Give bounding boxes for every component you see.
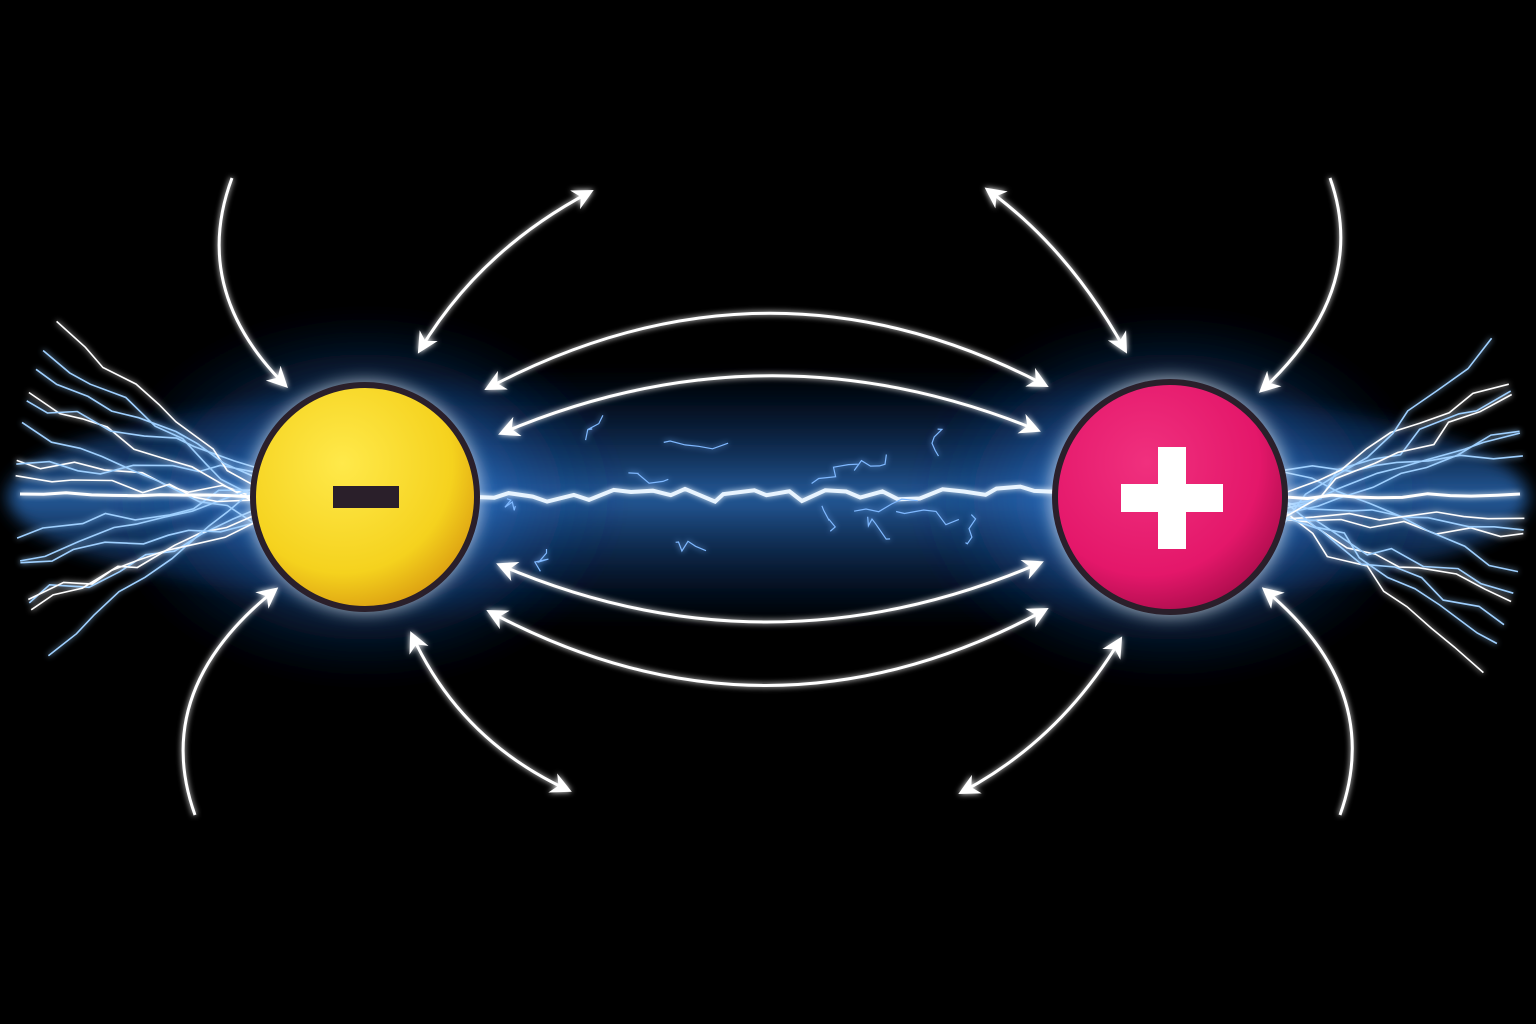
field-line-arrow: [1258, 177, 1343, 393]
lightning-bolt: [1284, 337, 1493, 523]
lightning-bolt: [16, 459, 256, 499]
lightning-bolt: [15, 474, 256, 503]
field-line-arrow: [984, 187, 1128, 354]
lightning-bolt: [20, 521, 256, 564]
lightning-bolt: [1284, 517, 1524, 538]
lightning-bolt: [853, 498, 918, 513]
lightning-bolt: [35, 368, 256, 478]
lightning-bolt: [474, 484, 1061, 504]
lightning-bolt: [27, 521, 256, 601]
field-lines: [181, 177, 1354, 816]
lightning-bolt: [1284, 454, 1523, 473]
lightning-bolt: [1284, 383, 1509, 494]
lightning-bolt: [30, 514, 256, 611]
lightning-bolt: [1284, 511, 1525, 521]
lightning-bolt: [853, 454, 887, 471]
lightning-bolt: [1284, 516, 1505, 626]
lightning-bolt: [821, 505, 837, 532]
plus-icon: [1121, 447, 1223, 549]
lightning-bolt: [1284, 518, 1514, 594]
lightning-bolt: [675, 540, 707, 553]
lightning-bolt: [1284, 492, 1521, 501]
lightning-bolt: [26, 400, 256, 468]
positive-charge: [1050, 377, 1290, 617]
field-line-arrow: [417, 190, 594, 354]
lightning-bolt: [16, 460, 256, 475]
lightning-bolt: [504, 498, 516, 511]
field-line-arrow: [1261, 587, 1354, 816]
lightning-bolt: [21, 421, 256, 525]
lightning-bolts: [15, 320, 1525, 674]
field-line-arrow: [958, 636, 1123, 794]
field-line-arrow: [484, 311, 1049, 390]
lightning-bolt: [811, 463, 858, 484]
lightning-bolt: [1284, 501, 1498, 645]
lightning-bolt: [1284, 430, 1520, 515]
lightning-bolt: [895, 509, 960, 526]
lightning-bolt: [1284, 471, 1519, 573]
lightning-bolt: [663, 440, 729, 450]
lightning-bolt: [1284, 511, 1484, 674]
lightning-bolt: [42, 349, 256, 498]
lightning-bolt: [867, 516, 891, 540]
minus-icon: [333, 486, 399, 508]
lightning-bolt: [28, 391, 256, 503]
lightning-bolt: [56, 320, 256, 487]
field-line-arrow: [181, 587, 279, 816]
lightning-bolt: [19, 491, 256, 499]
field-line-arrow: [498, 374, 1041, 437]
field-line-arrow: [217, 177, 288, 388]
lightning-bolt: [47, 487, 256, 657]
negative-charge: [249, 381, 481, 613]
lightning-bolt: [1284, 393, 1513, 518]
lightning-bolt: [628, 472, 669, 484]
field-line-arrow: [486, 608, 1049, 687]
lightning-bolt: [28, 509, 256, 604]
field-line-arrow: [409, 631, 572, 793]
lightning-bolt: [965, 514, 977, 545]
